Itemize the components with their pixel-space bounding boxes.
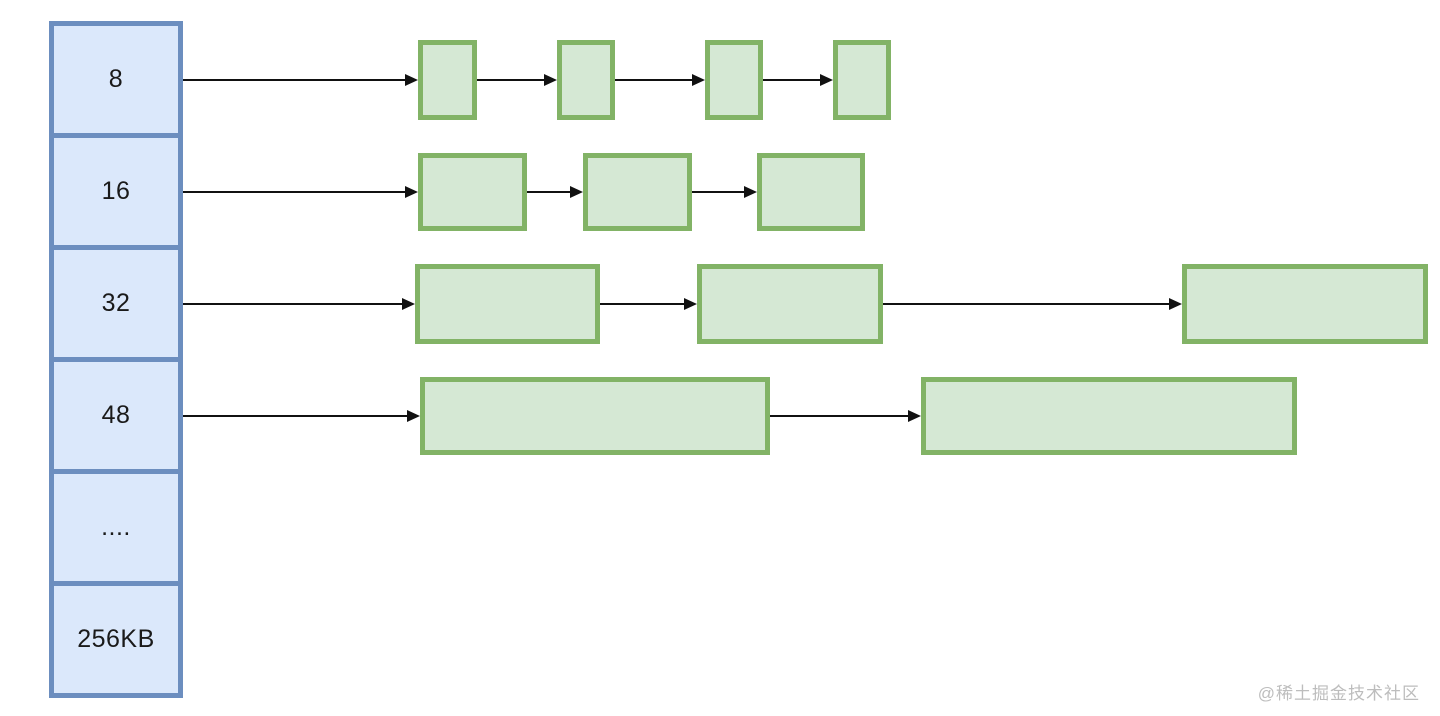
- size-class-label: 16: [101, 177, 131, 205]
- free-block: [415, 263, 600, 344]
- size-class-label: 48: [101, 401, 131, 429]
- free-block: [705, 39, 763, 120]
- flow-arrow: [183, 73, 418, 86]
- flow-arrow: [477, 73, 557, 86]
- free-block: [921, 376, 1297, 455]
- flow-arrow: [527, 185, 583, 198]
- free-block: [697, 263, 883, 344]
- size-class-label: ....: [101, 513, 131, 541]
- size-class-cell: 32: [49, 245, 183, 362]
- free-block: [757, 152, 865, 231]
- flow-arrow: [183, 185, 418, 198]
- free-block: [1182, 263, 1428, 344]
- size-class-label: 256KB: [77, 625, 155, 653]
- free-block: [557, 39, 615, 120]
- flow-arrow: [763, 73, 833, 86]
- size-class-label: 8: [108, 65, 124, 93]
- flow-arrow: [183, 297, 415, 310]
- flow-arrow: [600, 297, 697, 310]
- size-class-column: 8 16 32 48.... 256KB: [49, 21, 183, 698]
- size-class-cell: 256KB: [49, 581, 183, 698]
- size-class-cell: 8: [49, 21, 183, 138]
- size-class-cell: ....: [49, 469, 183, 586]
- flow-arrow: [692, 185, 757, 198]
- free-block: [418, 39, 477, 120]
- free-block: [418, 152, 527, 231]
- watermark: @稀土掘金技术社区: [1257, 684, 1420, 703]
- flow-arrow: [883, 297, 1182, 310]
- flow-arrow: [615, 73, 705, 86]
- size-class-label: 32: [101, 289, 131, 317]
- free-block: [833, 39, 891, 120]
- free-block: [583, 152, 692, 231]
- flow-arrow: [770, 409, 921, 422]
- flow-arrow: [183, 409, 420, 422]
- free-block: [420, 376, 770, 455]
